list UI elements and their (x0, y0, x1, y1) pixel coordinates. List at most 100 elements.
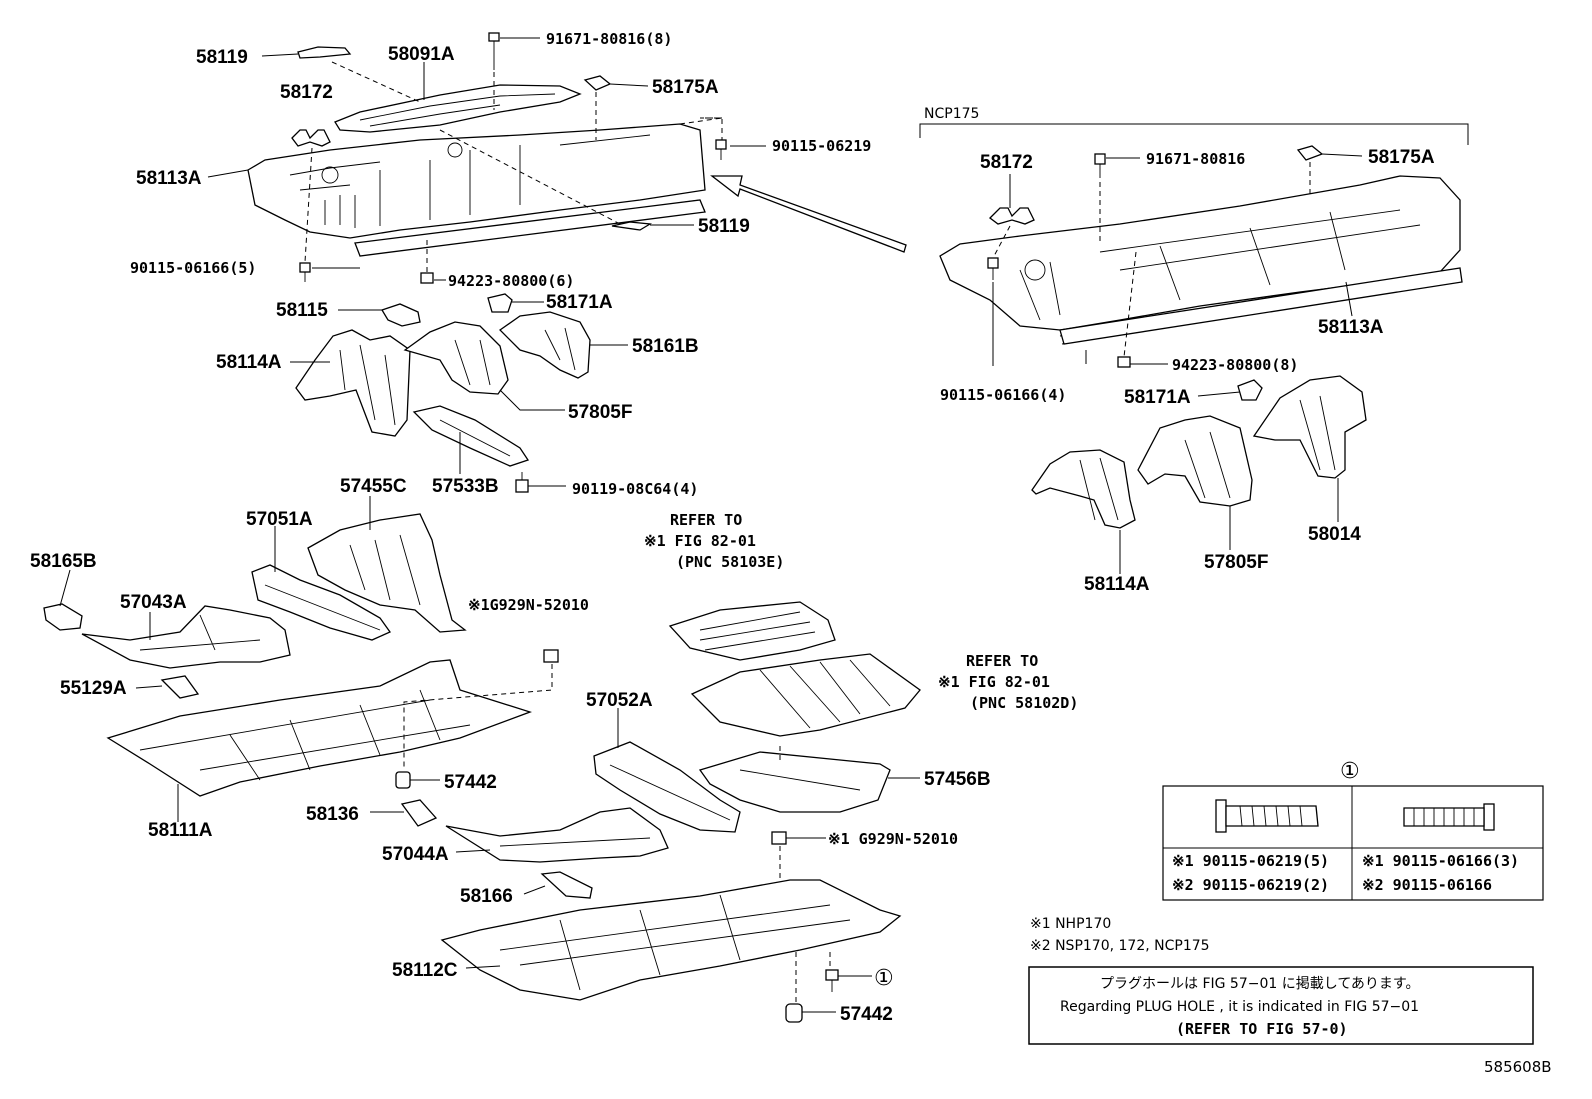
part-58014-shape (1252, 375, 1367, 479)
part-58172-right-shape (989, 207, 1035, 225)
part-58172-shape (291, 129, 331, 147)
label-58136: 58136 (306, 804, 359, 825)
part-58165b-shape (43, 603, 83, 631)
label-57051a: 57051A (246, 509, 313, 530)
label-58161b: 58161B (632, 336, 699, 357)
nut-94223-left-shape (420, 272, 434, 284)
label-57456b: 57456B (924, 769, 991, 790)
plug-note-en: Regarding PLUG HOLE , it is indicated in… (1060, 999, 1419, 1015)
refer2-line3: (PNC 58102D) (970, 694, 1078, 712)
legend-left-2: ※2 90115-06219(2) (1172, 876, 1329, 894)
label-90115-06219: 90115-06219 (772, 137, 871, 155)
label-58172-left: 58172 (280, 82, 333, 103)
refer-note-58102d: REFER TO ※1 FIG 82-01 (PNC 58102D) (938, 652, 1078, 712)
label-58172-right: 58172 (980, 152, 1033, 173)
label-90115-06166-5: 90115-06166(5) (130, 259, 256, 277)
nut-94223-right-shape (1117, 356, 1131, 368)
part-58136-shape (400, 799, 438, 827)
part-57051a-shape (251, 564, 391, 641)
part-57805f-right-shape (1137, 415, 1253, 507)
label-58175a-right: 58175A (1368, 147, 1435, 168)
bolt-90119-shape (515, 472, 529, 493)
label-57455c: 57455C (340, 476, 407, 497)
label-58165b: 58165B (30, 551, 97, 572)
label-94223-80800-6: 94223-80800(6) (448, 272, 574, 290)
bolt-callout-1-shape (825, 969, 839, 992)
part-58171a-shape (487, 293, 513, 313)
part-57533b-shape (412, 405, 530, 467)
legend-left-1: ※1 90115-06219(5) (1172, 852, 1329, 870)
bolt-90115-06166-icon (1403, 803, 1495, 831)
label-g929n-bottom: ※1 G929N-52010 (828, 830, 958, 848)
bolt-91671-top-shape (488, 32, 500, 70)
label-58175a-left: 58175A (652, 77, 719, 98)
label-57043a: 57043A (120, 592, 187, 613)
label-58119-mid: 58119 (698, 216, 750, 237)
label-58112c: 58112C (392, 960, 458, 981)
legend-header-marker: ① (1340, 759, 1360, 784)
label-ncp175: NCP175 (924, 106, 979, 122)
legend-right-2: ※2 90115-06166 (1362, 876, 1492, 894)
label-57442-upper: 57442 (444, 772, 497, 793)
part-58112c-shape (440, 879, 902, 1001)
leader-lines (59, 37, 1363, 1013)
plug-hole-note: プラグホールは FIG 57−01 に掲載してあります。 Regarding P… (1028, 966, 1534, 1045)
part-58166-shape (540, 871, 593, 899)
part-58114a-left-shape (295, 329, 411, 437)
bolt-90115-06166-left-shape (299, 262, 311, 282)
part-58119-clip-shape (297, 46, 352, 59)
label-58111a: 58111A (148, 820, 213, 841)
figure-id: 585608B (1484, 1058, 1552, 1076)
label-58113a-right: 58113A (1318, 317, 1384, 338)
part-58119-clip2-shape (611, 221, 653, 231)
part-57052a-shape (593, 741, 741, 833)
part-57043a-shape (81, 605, 291, 669)
label-58119-top: 58119 (196, 47, 248, 68)
part-57805f-left-shape (403, 321, 509, 395)
nut-g929-lower-shape (771, 831, 787, 845)
label-57442-lower: 57442 (840, 1004, 893, 1025)
label-58171a-left: 58171A (546, 292, 613, 313)
label-g929n-top: ※1G929N-52010 (468, 596, 589, 614)
refer1-line3: (PNC 58103E) (676, 553, 784, 571)
nut-g929-upper-shape (543, 649, 559, 663)
legend-right-1: ※1 90115-06166(3) (1362, 852, 1519, 870)
refer-note-58103e: REFER TO ※1 FIG 82-01 (PNC 58103E) (644, 511, 784, 571)
label-90119-08c64-4: 90119-08C64(4) (572, 480, 698, 498)
label-58014: 58014 (1308, 524, 1361, 545)
nut-57442-lower-shape (785, 1003, 803, 1023)
part-57044a-shape (445, 807, 669, 863)
bolt-90115-06219-shape (715, 139, 727, 160)
label-58166: 58166 (460, 886, 513, 907)
label-94223-80800-8: 94223-80800(8) (1172, 356, 1298, 374)
refer2-line1: REFER TO (966, 652, 1038, 670)
refer2-line2: ※1 FIG 82-01 (938, 673, 1050, 691)
ncp175-bracket-line (919, 123, 1469, 145)
label-57044a: 57044A (382, 844, 449, 865)
label-55129a: 55129A (60, 678, 127, 699)
part-57456b-shape (698, 751, 891, 813)
part-labels: 58119 58091A 91671-80816(8) 58172 58175A… (30, 30, 1435, 1025)
part-58114a-right-shape (1031, 449, 1136, 529)
part-58111a-shape (106, 659, 533, 797)
bolt-91671-right-shape (1094, 153, 1106, 178)
label-58114a-left: 58114A (216, 352, 282, 373)
nut-57442-upper-shape (395, 771, 411, 789)
part-58113a-tunnel-shape (247, 123, 706, 257)
part-58175a-clip-shape (583, 75, 612, 91)
plug-note-jp: プラグホールは FIG 57−01 に掲載してあります。 (1100, 976, 1420, 992)
label-57805f-left: 57805F (568, 402, 632, 423)
label-57805f-right: 57805F (1204, 552, 1268, 573)
part-55129a-shape (160, 675, 200, 699)
part-58091a-shape (334, 84, 582, 133)
callout-marker-1: ① (874, 966, 894, 991)
dashed-lines (304, 61, 1311, 1004)
label-58113a-left: 58113A (136, 168, 202, 189)
part-58171a-right-shape (1237, 379, 1263, 401)
model-note-2: ※2 NSP170, 172, NCP175 (1030, 938, 1210, 954)
plug-note-ref: (REFER TO FIG 57-0) (1176, 1020, 1348, 1038)
refer1-line2: ※1 FIG 82-01 (644, 532, 756, 550)
label-58171a-right: 58171A (1124, 387, 1191, 408)
part-58102d-plate-shape (690, 653, 921, 737)
